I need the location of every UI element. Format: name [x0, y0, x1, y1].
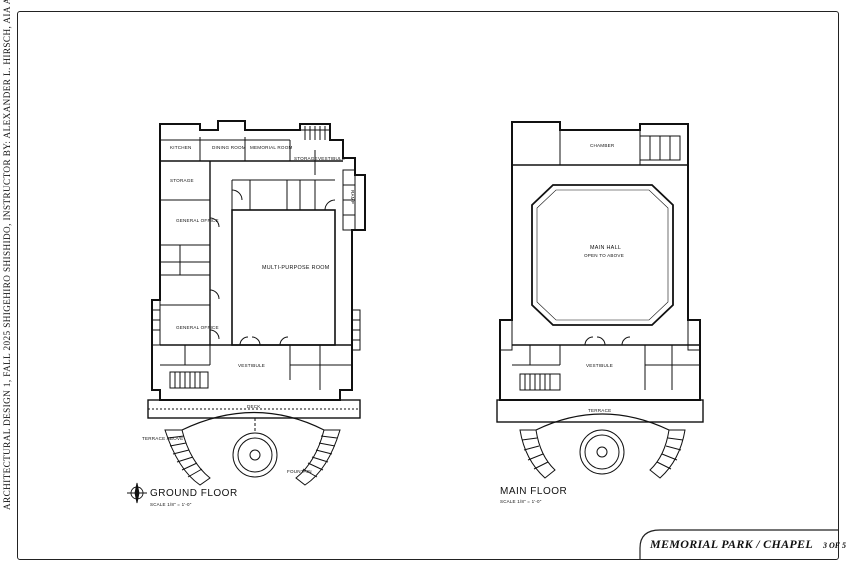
room-label-general-office-1: GENERAL OFFICE [176, 218, 219, 223]
room-label-general-office-2: GENERAL OFFICE [176, 325, 219, 330]
room-label-deck: DECK [247, 404, 261, 409]
annotation-fountain: FOUNTAIN [287, 469, 312, 474]
sheet-title: MEMORIAL PARK / CHAPEL [650, 537, 813, 551]
annotation-terrace-above: TERRACE ABOVE [142, 436, 184, 441]
room-label-storage-rear: STORAGE [294, 156, 318, 161]
title-block: MEMORIAL PARK / CHAPEL 3 OF 5 [650, 537, 846, 555]
ground-floor-scale: SCALE 1/8" = 1'-0" [150, 502, 192, 507]
room-label-storage-side: STORAGE [170, 178, 194, 183]
room-label-vestibule: VESTIBULE [238, 363, 266, 368]
room-label-kitchen: KITCHEN [170, 145, 192, 150]
north-arrow-icon [127, 482, 147, 504]
room-label-chamber: CHAMBER [590, 143, 615, 148]
ground-floor-title: GROUND FLOOR [150, 488, 238, 499]
room-label-terrace: TERRACE [588, 408, 612, 413]
sheet-page-number: 3 OF 5 [822, 541, 846, 550]
main-floor-scale: SCALE 1/8" = 1'-0" [500, 499, 542, 504]
room-label-multipurpose: MULTI-PURPOSE ROOM [262, 265, 330, 271]
annotation-ramp: RAMP [350, 190, 355, 205]
main-room-label-vestibule: VESTIBULE [586, 363, 614, 368]
room-label-dining: DINING ROOM [212, 145, 246, 150]
main-floor-title: MAIN FLOOR [500, 486, 568, 497]
room-label-vestibule-rear: VESTIBULE [318, 156, 346, 161]
room-label-main-hall-note: OPEN TO ABOVE [584, 253, 624, 258]
room-label-memorial: MEMORIAL ROOM [250, 145, 293, 150]
sheet-border [17, 11, 839, 560]
room-label-main-hall: MAIN HALL [590, 245, 622, 251]
